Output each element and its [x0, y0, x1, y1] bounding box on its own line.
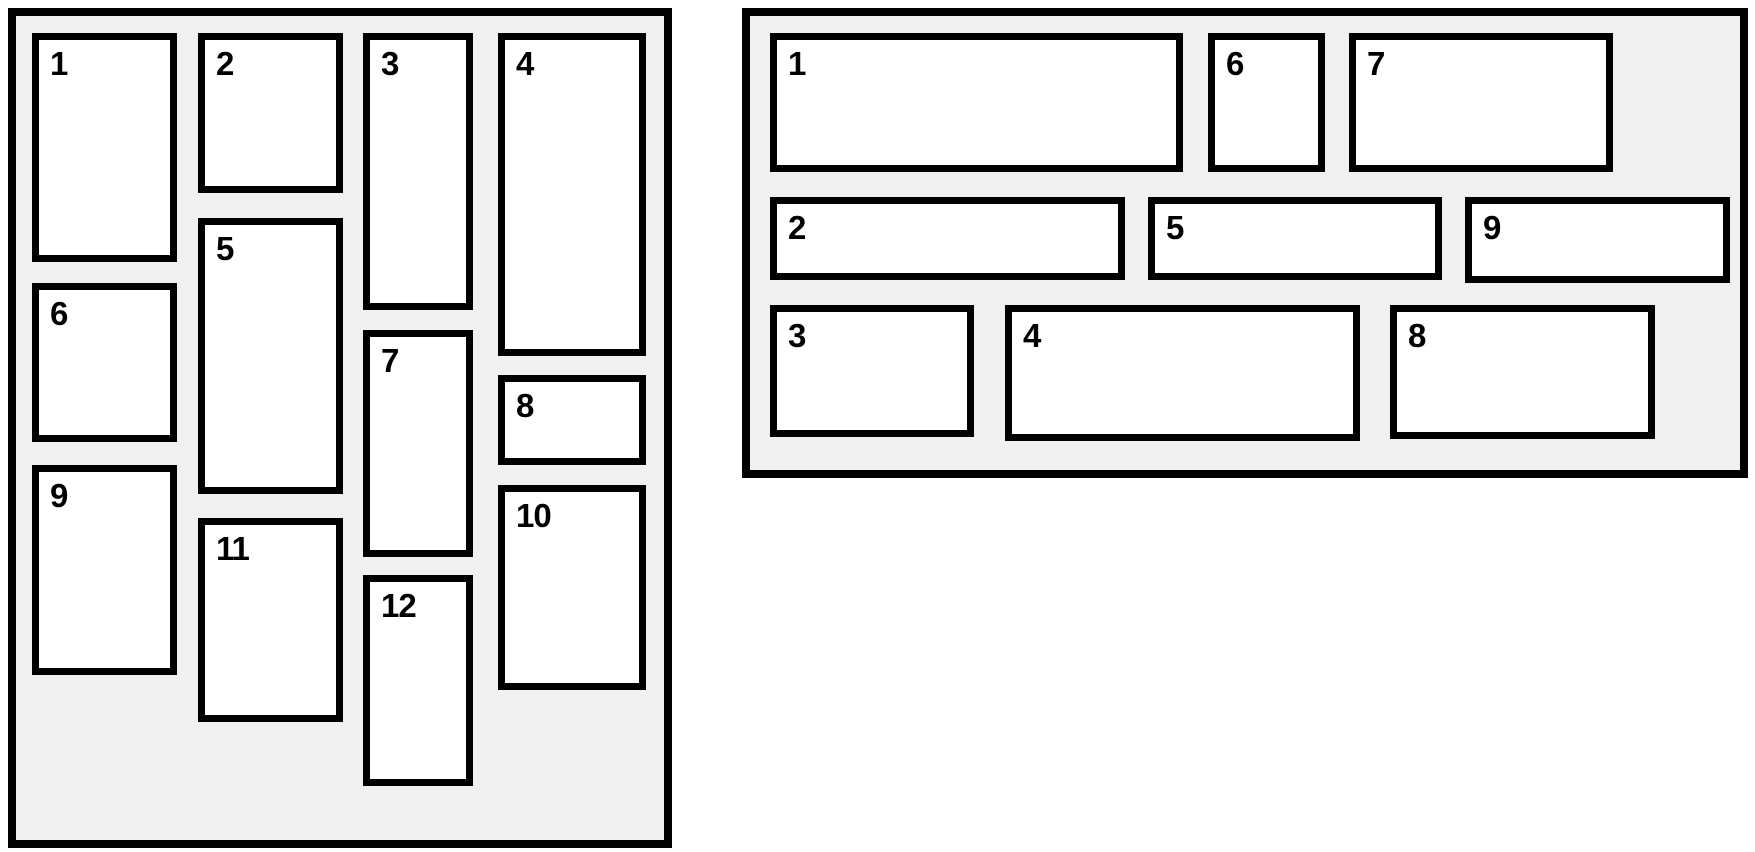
masonry-item-label: 8: [516, 387, 534, 424]
masonry-item: 9: [1465, 197, 1730, 283]
masonry-item-label: 3: [788, 317, 806, 354]
masonry-item: 6: [1208, 33, 1325, 172]
masonry-item-label: 5: [1166, 209, 1184, 246]
masonry-item: 6: [32, 283, 177, 442]
masonry-item: 12: [363, 575, 473, 786]
masonry-item-label: 3: [381, 45, 399, 82]
masonry-item: 7: [1349, 33, 1613, 172]
masonry-item-label: 7: [381, 342, 399, 379]
masonry-item-label: 2: [788, 209, 806, 246]
masonry-item-label: 10: [516, 497, 552, 534]
masonry-item: 11: [198, 518, 343, 722]
masonry-item: 5: [1148, 197, 1442, 280]
masonry-item-label: 11: [216, 530, 250, 567]
masonry-item: 2: [198, 33, 343, 193]
masonry-item: 7: [363, 330, 473, 557]
masonry-item: 3: [363, 33, 473, 310]
masonry-item: 4: [498, 33, 646, 356]
masonry-item: 9: [32, 465, 177, 675]
masonry-item: 4: [1005, 305, 1360, 441]
masonry-item-label: 5: [216, 230, 234, 267]
masonry-item-label: 7: [1367, 45, 1385, 82]
masonry-item-label: 4: [516, 45, 534, 82]
masonry-item: 8: [498, 375, 646, 465]
masonry-item-label: 9: [50, 477, 68, 514]
masonry-item-label: 9: [1483, 209, 1501, 246]
masonry-item-label: 1: [50, 45, 68, 82]
masonry-item-label: 12: [381, 587, 417, 624]
masonry-item: 10: [498, 485, 646, 690]
horizontal-masonry-panel: 1 2 3 4 5 6 7 8 9: [742, 8, 1748, 478]
masonry-item-label: 6: [1226, 45, 1244, 82]
masonry-item-label: 1: [788, 45, 806, 82]
masonry-item: 1: [770, 33, 1183, 172]
masonry-item-label: 2: [216, 45, 234, 82]
masonry-item-label: 6: [50, 295, 68, 332]
masonry-item: 2: [770, 197, 1125, 280]
masonry-item: 1: [32, 33, 177, 262]
masonry-item: 8: [1390, 305, 1655, 439]
masonry-item-label: 4: [1023, 317, 1041, 354]
masonry-item-label: 8: [1408, 317, 1426, 354]
masonry-item: 3: [770, 305, 974, 437]
masonry-item: 5: [198, 218, 343, 494]
